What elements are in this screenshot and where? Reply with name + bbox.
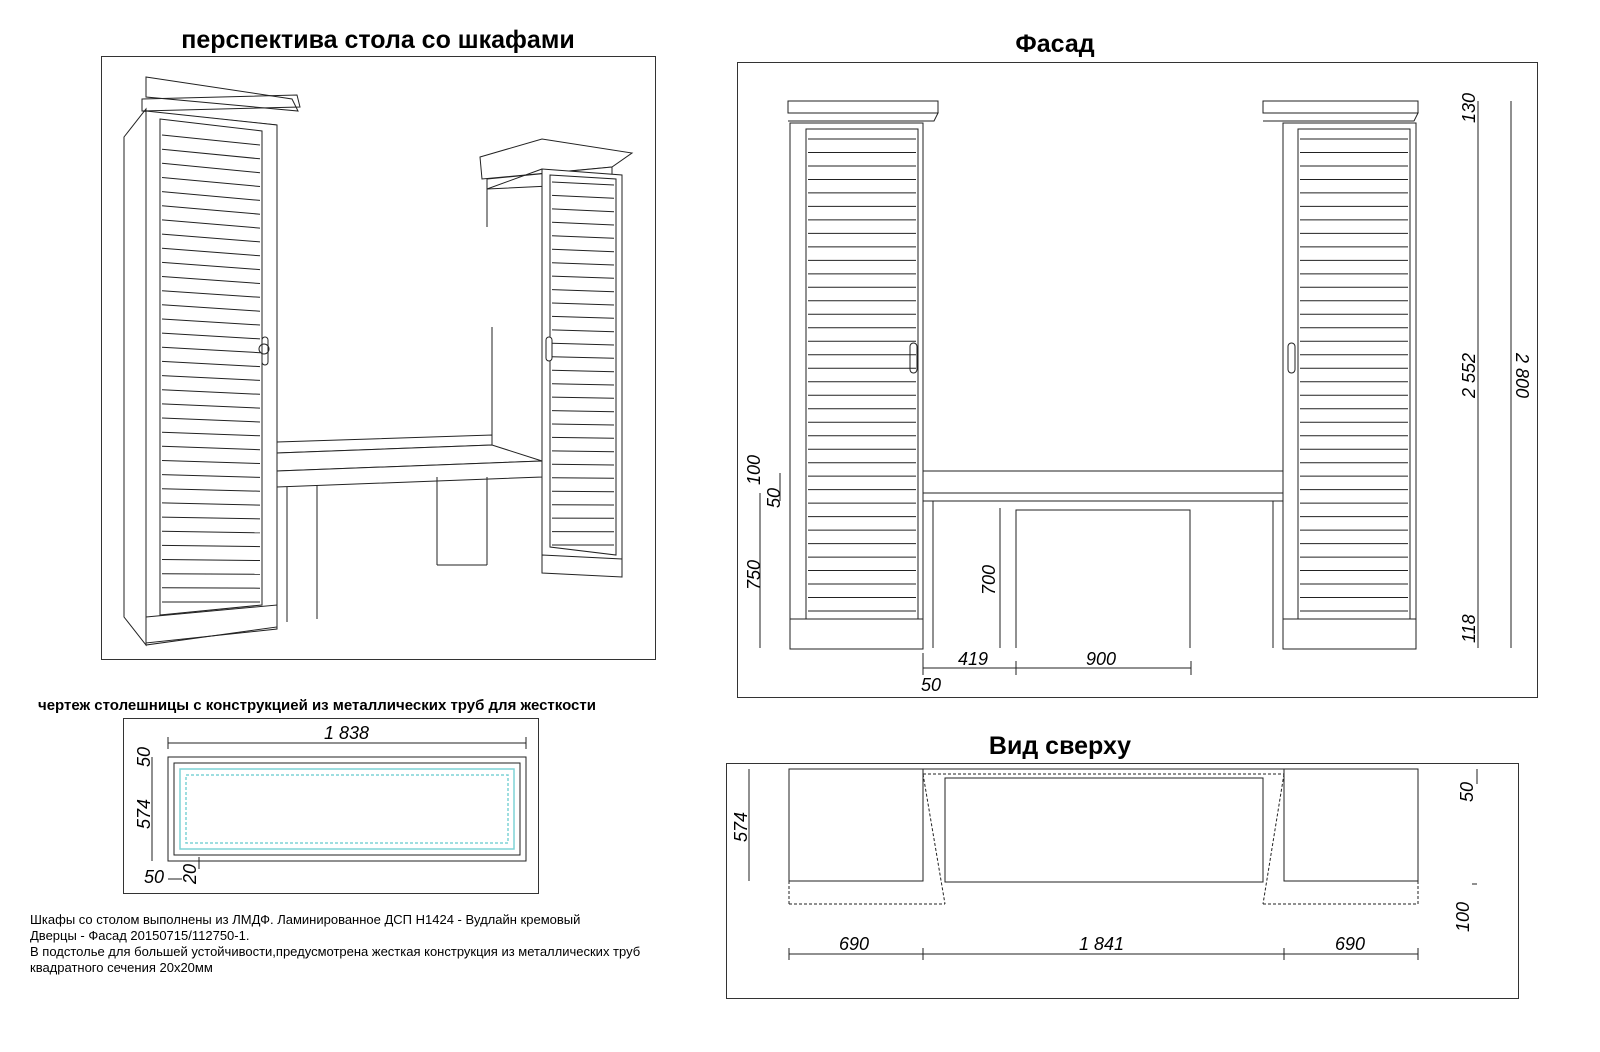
louvre-slat <box>161 360 261 368</box>
louvre-slat <box>161 431 261 437</box>
dim-419: 419 <box>958 649 988 669</box>
louvre-slat <box>161 417 261 423</box>
louvre-slat <box>161 332 261 340</box>
notes: Шкафы со столом выполнены из ЛМДФ. Ламин… <box>30 912 640 976</box>
dim-2552: 2 552 <box>1459 353 1479 399</box>
louvre-slat <box>551 463 615 466</box>
dim-50v: 50 <box>764 488 784 508</box>
louvre-slat <box>161 233 261 243</box>
louvre-slat <box>551 436 615 439</box>
louvre-slat <box>551 490 615 493</box>
dim-574: 574 <box>134 799 154 829</box>
perspective-title: перспектива стола со шкафами <box>181 26 575 54</box>
tabletop-drawing: 1 838 50 574 50 20 <box>123 718 539 894</box>
louvre-slat <box>551 181 615 186</box>
dim-900: 900 <box>1086 649 1116 669</box>
louvre-slat <box>161 403 261 409</box>
dim-700: 700 <box>979 565 999 595</box>
tabletop-svg: 1 838 50 574 50 20 <box>134 723 527 887</box>
louvre-slat <box>551 275 615 279</box>
dim-2800: 2 800 <box>1512 352 1532 398</box>
note-line-3: В подстолье для большей устойчивости,пре… <box>30 944 641 959</box>
louvre-slat <box>161 502 261 506</box>
louvre-slat <box>161 276 261 284</box>
louvre-slat <box>161 148 261 160</box>
louvre-slat <box>551 329 615 333</box>
note-line-4: квадратного сечения 20х20мм <box>30 960 213 975</box>
louvre-slat <box>161 389 261 395</box>
dim-50-top-right: 50 <box>1457 782 1477 802</box>
dim-690-left: 690 <box>839 934 869 954</box>
louvre-slat <box>551 356 615 359</box>
louvre-slat <box>161 290 261 298</box>
louvre-slat <box>161 559 261 561</box>
louvre-slat <box>161 162 261 174</box>
louvre-slat <box>161 177 261 187</box>
dim-1838: 1 838 <box>324 723 369 743</box>
louvre-slat <box>551 423 615 426</box>
louvre-slat <box>161 544 261 548</box>
dim-50h: 50 <box>921 675 941 695</box>
louvre-slat <box>161 318 261 326</box>
louvre-slat <box>161 460 261 464</box>
topview-title: Вид сверху <box>988 732 1132 760</box>
dim-20: 20 <box>180 864 200 885</box>
louvre-slat <box>161 191 261 201</box>
dim-50-bottom: 50 <box>144 867 164 887</box>
louvre-slat <box>161 205 261 215</box>
louvre-slat <box>551 262 615 266</box>
louvre-slat <box>161 346 261 354</box>
dim-1841: 1 841 <box>1079 934 1124 954</box>
topview-svg: 574 50 100 690 1 841 690 <box>731 768 1478 960</box>
louvre-slat <box>161 516 261 520</box>
facade-svg: 130 2 552 2 800 118 100 50 750 700 419 9… <box>744 93 1532 695</box>
dim-50-top: 50 <box>134 747 154 767</box>
perspective-svg <box>123 76 634 647</box>
louvre-slat <box>551 383 615 386</box>
louvre-slat <box>161 530 261 534</box>
perspective-drawing <box>101 56 656 660</box>
dim-100: 100 <box>744 455 764 485</box>
tabletop-title: чертеж столешницы с конструкцией из мета… <box>38 697 596 714</box>
louvre-slat <box>161 247 261 257</box>
dim-100-top-right: 100 <box>1453 902 1473 932</box>
louvre-slat <box>161 134 261 146</box>
louvre-slat <box>551 315 615 319</box>
louvre-slat <box>161 573 261 575</box>
louvre-slat <box>551 208 615 213</box>
facade-drawing: 130 2 552 2 800 118 100 50 750 700 419 9… <box>737 62 1538 698</box>
dim-118: 118 <box>1459 614 1479 643</box>
louvre-slat <box>551 396 615 399</box>
louvre-slat <box>161 261 261 271</box>
louvre-slat <box>551 477 615 479</box>
louvre-slat <box>551 194 615 199</box>
dim-130: 130 <box>1459 93 1479 123</box>
louvre-slat <box>161 304 261 312</box>
louvre-slat <box>161 474 261 478</box>
dim-574-top: 574 <box>731 812 751 842</box>
note-line-1: Шкафы со столом выполнены из ЛМДФ. Ламин… <box>30 912 581 927</box>
louvre-slat <box>551 248 615 253</box>
louvre-slat <box>551 369 615 373</box>
louvre-slat <box>551 450 615 453</box>
louvre-slat <box>551 221 615 226</box>
louvre-slat <box>551 235 615 239</box>
louvre-slat <box>551 342 615 346</box>
dim-750: 750 <box>744 560 764 590</box>
louvre-slat <box>551 302 615 306</box>
louvre-slat <box>551 410 615 413</box>
topview-drawing: 574 50 100 690 1 841 690 <box>726 763 1519 999</box>
louvre-slat <box>161 375 261 381</box>
louvre-slat <box>161 219 261 229</box>
louvre-slat <box>161 445 261 451</box>
note-line-2: Дверцы - Фасад 20150715/112750-1. <box>30 928 250 943</box>
louvre-slat <box>161 488 261 492</box>
facade-title: Фасад <box>1015 30 1095 58</box>
louvre-slat <box>551 289 615 293</box>
dim-690-right: 690 <box>1335 934 1365 954</box>
